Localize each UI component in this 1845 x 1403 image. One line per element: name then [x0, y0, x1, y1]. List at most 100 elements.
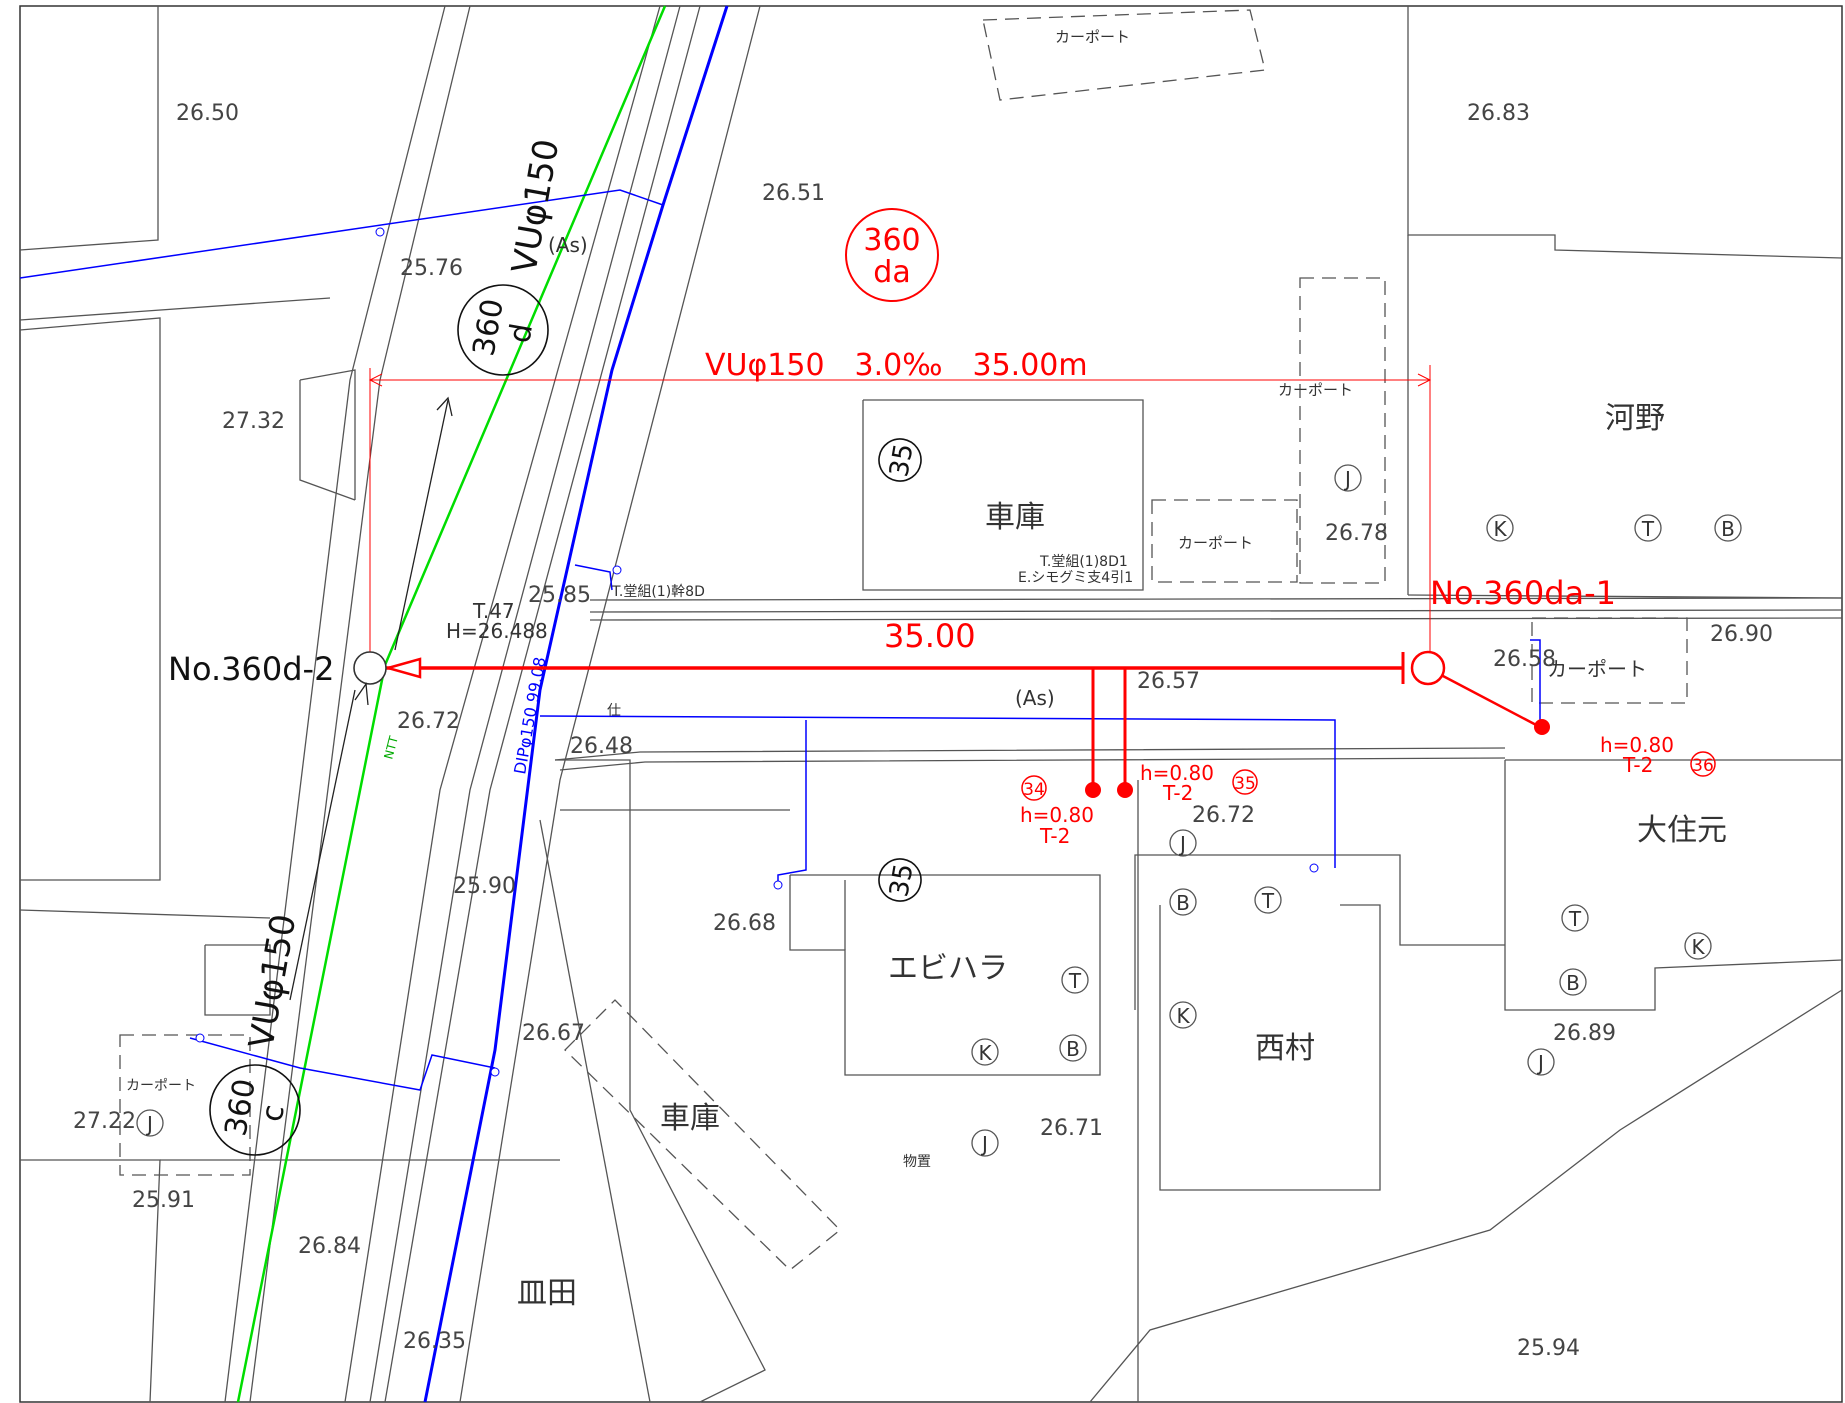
meter-b-icon: B — [1559, 968, 1587, 996]
lateral-35-label: h=0.80 T-2 35 — [1140, 761, 1258, 805]
elevation-points: 26.50 26.51 26.83 25.76 27.32 25.85 26.7… — [73, 101, 1773, 1361]
road-note-2: H=26.488 — [446, 619, 548, 643]
svg-text:T-2: T-2 — [1622, 753, 1653, 777]
svg-text:J: J — [145, 1112, 153, 1136]
sewer-main — [368, 365, 1541, 790]
elev-26-67: 26.67 — [522, 1021, 585, 1046]
svg-text:d: d — [502, 321, 540, 346]
lateral-point-36[interactable] — [1534, 719, 1550, 735]
meter-k-icon: K — [1486, 514, 1514, 542]
carport-label-3: カーポート — [1178, 534, 1253, 552]
asphalt-label-mid: (As) — [1015, 686, 1055, 710]
svg-text:35: 35 — [1234, 774, 1256, 794]
lateral-point-34[interactable] — [1085, 782, 1101, 798]
block-35-lower: 35 — [878, 858, 922, 902]
manhole-end-label[interactable]: No.360d-2 — [168, 650, 334, 688]
svg-text:34: 34 — [1023, 780, 1045, 800]
meter-k-icon: K — [1169, 1001, 1197, 1029]
svg-text:h=0.80: h=0.80 — [1600, 733, 1674, 757]
svg-text:T-2: T-2 — [1039, 824, 1070, 848]
meter-b-icon: B — [1169, 888, 1197, 916]
meter-b-icon: B — [1714, 514, 1742, 542]
elev-26-90: 26.90 — [1710, 622, 1773, 647]
svg-text:B: B — [1066, 1037, 1080, 1061]
pole-note-3: T.堂組(1)幹8D — [611, 583, 705, 600]
meter-t-icon: T — [1061, 966, 1089, 994]
elev-26-50: 26.50 — [176, 101, 239, 126]
meter-t-icon: T — [1254, 886, 1282, 914]
building-kawano: 河野 — [1605, 401, 1665, 436]
meter-j-icon: J — [971, 1129, 999, 1157]
elev-26-89: 26.89 — [1553, 1021, 1616, 1046]
meter-symbols: J K T B J B T K T K B J T K B J J — [136, 464, 1742, 1157]
svg-text:36: 36 — [1692, 756, 1714, 776]
elev-26-58: 26.58 — [1493, 647, 1556, 672]
elev-26-57: 26.57 — [1137, 669, 1200, 694]
carport-label-1: カーポート — [1055, 28, 1130, 46]
asphalt-label-top: (As) — [548, 233, 588, 257]
building-ebihara: エビハラ — [888, 951, 1008, 986]
elev-26-48: 26.48 — [570, 734, 633, 759]
manhole-360da-1[interactable] — [1410, 650, 1446, 686]
elev-25-90: 25.90 — [453, 874, 516, 899]
meter-j-icon: J — [1527, 1048, 1555, 1076]
flow-arrows — [289, 396, 453, 1001]
svg-text:J: J — [1343, 467, 1351, 491]
svg-text:B: B — [1721, 517, 1735, 541]
manhole-360d-2[interactable] — [353, 651, 387, 685]
svg-text:B: B — [1176, 891, 1190, 915]
block-35-upper: 35 — [878, 438, 922, 482]
svg-text:T: T — [1641, 517, 1655, 541]
pipe-spec: VUφ150 3.0‰ 35.00m — [705, 348, 1088, 383]
elev-26-35: 26.35 — [403, 1329, 466, 1354]
elev-27-32: 27.32 — [222, 409, 285, 434]
elev-26-71: 26.71 — [1040, 1116, 1103, 1141]
meter-k-icon: K — [1684, 932, 1712, 960]
carport-label-4: カーポート — [1547, 657, 1647, 681]
svg-text:T: T — [1068, 969, 1082, 993]
svg-text:J: J — [1536, 1051, 1544, 1075]
water-lines — [19, 5, 1541, 1403]
svg-text:h=0.80: h=0.80 — [1020, 803, 1094, 827]
svg-text:T: T — [1261, 889, 1275, 913]
map-frame — [19, 5, 1843, 1403]
meter-j-icon: J — [136, 1109, 164, 1137]
svg-text:K: K — [978, 1041, 992, 1065]
svg-text:K: K — [1691, 935, 1705, 959]
meter-j-icon: J — [1169, 829, 1197, 857]
manhole-start-label[interactable]: No.360da-1 — [1430, 574, 1616, 612]
svg-text:da: da — [873, 255, 910, 290]
svg-text:c: c — [255, 1102, 292, 1124]
building-nishimura: 西村 — [1255, 1031, 1315, 1066]
ntt-label: NTT — [381, 734, 401, 761]
building-sarada: 皿田 — [517, 1276, 577, 1311]
carport-label-5: カーポート — [126, 1078, 196, 1094]
lateral-36-label: h=0.80 T-2 36 — [1600, 733, 1716, 777]
building-oosumimoto: 大住元 — [1637, 813, 1727, 848]
meter-t-icon: T — [1561, 904, 1589, 932]
elev-26-83: 26.83 — [1467, 101, 1530, 126]
pipe-length: 35.00 — [884, 617, 976, 655]
building-garage-upper: 車庫 — [985, 500, 1045, 535]
elev-25-76: 25.76 — [400, 256, 463, 281]
svg-text:J: J — [980, 1132, 988, 1156]
elev-26-78: 26.78 — [1325, 521, 1388, 546]
svg-text:B: B — [1566, 971, 1580, 995]
meter-k-icon: K — [971, 1038, 999, 1066]
meter-b-icon: B — [1059, 1034, 1087, 1062]
elev-26-72-b: 26.72 — [1192, 803, 1255, 828]
building-garage-lower: 車庫 — [660, 1101, 720, 1136]
svg-text:35: 35 — [884, 441, 919, 479]
svg-text:T: T — [1568, 907, 1582, 931]
lateral-point-35[interactable] — [1117, 782, 1133, 798]
svg-text:h=0.80: h=0.80 — [1140, 761, 1214, 785]
building-storage: 物置 — [903, 1154, 931, 1170]
area-360da: 360 da — [845, 208, 939, 302]
shi-label: 仕 — [607, 703, 621, 719]
elev-26-84: 26.84 — [298, 1234, 361, 1259]
elev-26-68: 26.68 — [713, 911, 776, 936]
vu-label-lower: VUφ150 — [241, 911, 304, 1051]
svg-text:360: 360 — [863, 223, 920, 258]
pole-note-2: E.シモグミ支4引1 — [1018, 570, 1133, 586]
